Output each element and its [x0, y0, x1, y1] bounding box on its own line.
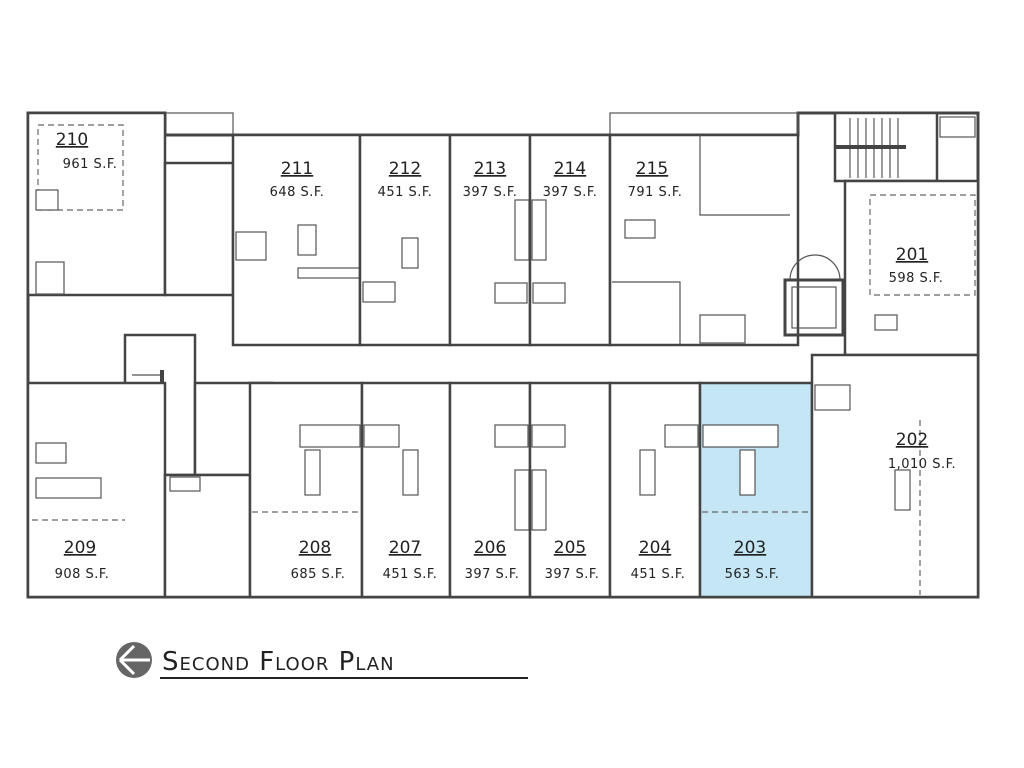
storage-room	[163, 161, 235, 297]
unit-203[interactable]: 203 563 S.F.	[698, 381, 814, 599]
unit-201[interactable]: 201 598 S.F.	[843, 116, 980, 357]
unit-number: 209	[64, 538, 96, 558]
unit-number: 208	[299, 538, 331, 558]
unit-area: 451 S.F.	[378, 185, 433, 200]
unit-number: 212	[389, 159, 421, 179]
unit-214[interactable]: 214 397 S.F.	[528, 133, 612, 347]
unit-area: 648 S.F.	[270, 185, 325, 200]
unit-area: 961 S.F.	[63, 157, 118, 172]
elevator	[783, 254, 845, 337]
balcony	[609, 112, 799, 136]
unit-number: 202	[896, 430, 928, 450]
unit-205[interactable]: 205 397 S.F.	[528, 381, 612, 599]
unit-area: 598 S.F.	[889, 271, 944, 286]
unit-area: 791 S.F.	[628, 185, 683, 200]
utility-room	[163, 473, 252, 599]
vanity	[169, 476, 201, 492]
unit-area: 397 S.F.	[463, 185, 518, 200]
unit-area: 1,010 S.F.	[888, 457, 956, 472]
unit-area: 451 S.F.	[383, 567, 438, 582]
unit-area: 563 S.F.	[725, 567, 780, 582]
unit-207[interactable]: 207 451 S.F.	[360, 381, 452, 599]
north-arrow-icon	[116, 642, 152, 678]
unit-area: 397 S.F.	[465, 567, 520, 582]
unit-number: 203	[734, 538, 766, 558]
unit-number: 214	[554, 159, 586, 179]
balcony	[164, 112, 234, 164]
unit-number: 211	[281, 159, 313, 179]
unit-area: 397 S.F.	[545, 567, 600, 582]
unit-area: 451 S.F.	[631, 567, 686, 582]
stairwell	[833, 111, 939, 183]
unit-number: 215	[636, 159, 668, 179]
unit-area: 397 S.F.	[543, 185, 598, 200]
unit-208[interactable]: 208 685 S.F.	[248, 381, 364, 599]
unit-202[interactable]: 202 1,010 S.F.	[810, 353, 980, 599]
unit-211[interactable]: 211 648 S.F.	[231, 133, 362, 347]
unit-209[interactable]: 209 908 S.F.	[26, 381, 167, 599]
unit-area: 908 S.F.	[55, 567, 110, 582]
unit-215[interactable]: 215 791 S.F.	[608, 133, 800, 347]
unit-number: 210	[56, 130, 88, 150]
unit-204[interactable]: 204 451 S.F.	[608, 381, 702, 599]
unit-number: 204	[639, 538, 671, 558]
unit-212[interactable]: 212 451 S.F.	[358, 133, 452, 347]
unit-number: 207	[389, 538, 421, 558]
unit-area: 685 S.F.	[291, 567, 346, 582]
plan-title: Second Floor Plan	[162, 647, 395, 677]
unit-206[interactable]: 206 397 S.F.	[448, 381, 532, 599]
unit-number: 201	[896, 245, 928, 265]
unit-213[interactable]: 213 397 S.F.	[448, 133, 532, 347]
unit-number: 213	[474, 159, 506, 179]
unit-number: 206	[474, 538, 506, 558]
unit-number: 205	[554, 538, 586, 558]
unit-210[interactable]: 210 961 S.F.	[26, 111, 167, 297]
